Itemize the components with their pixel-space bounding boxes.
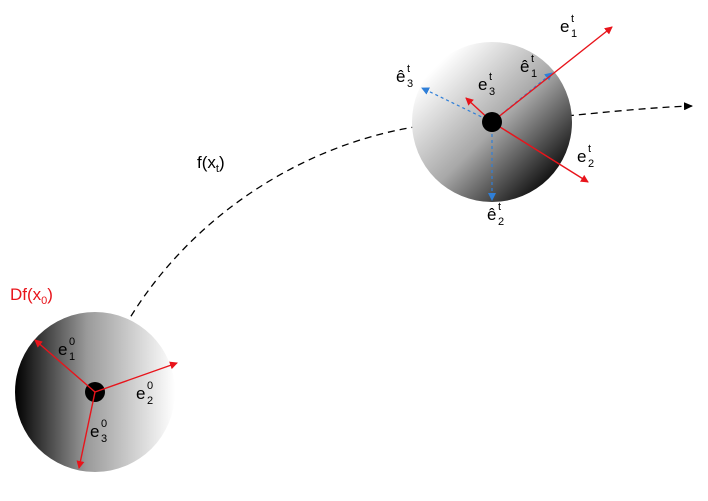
svg-text:3: 3: [101, 433, 107, 445]
svg-text:t: t: [571, 13, 574, 25]
label-e3-initial: e 0 3: [90, 418, 107, 445]
svg-text:1: 1: [571, 28, 577, 40]
svg-text:e: e: [577, 147, 586, 166]
map-label: f(xt): [197, 153, 225, 175]
arrow-e2-initial: [94, 361, 178, 393]
svg-text:e: e: [90, 422, 99, 441]
arrow-e1-transformed: [491, 26, 613, 123]
svg-text:e: e: [560, 17, 569, 36]
label-e2-initial: e 0 2: [136, 380, 153, 407]
arrow-e2-transformed: [491, 121, 589, 183]
jacobian-label: Df(x0): [10, 285, 53, 307]
svg-text:ê: ê: [487, 205, 496, 224]
svg-text:t: t: [489, 71, 492, 83]
label-e1-transformed: e t 1: [560, 13, 577, 40]
svg-text:0: 0: [147, 380, 153, 392]
svg-text:t: t: [498, 201, 501, 213]
svg-text:0: 0: [69, 336, 75, 348]
svg-text:t: t: [407, 63, 410, 75]
label-e3-transformed: e t 3: [478, 71, 495, 98]
transformed-point: [482, 112, 502, 132]
svg-text:ê: ê: [520, 57, 529, 76]
label-e2-hat: ê t 2: [487, 201, 504, 228]
svg-text:e: e: [136, 384, 145, 403]
arrow-e3-initial: [76, 391, 96, 469]
svg-text:2: 2: [588, 158, 594, 170]
arrow-e3-hat: [421, 87, 493, 123]
arrow-e1-initial: [34, 339, 96, 393]
label-e2-transformed: e t 2: [577, 143, 594, 170]
svg-text:3: 3: [489, 86, 495, 98]
svg-text:2: 2: [147, 395, 153, 407]
label-e1-hat: ê t 1: [520, 53, 537, 80]
svg-text:3: 3: [407, 78, 413, 90]
svg-text:1: 1: [531, 68, 537, 80]
label-e1-initial: e 0 1: [58, 336, 75, 363]
svg-text:t: t: [531, 53, 534, 65]
svg-text:t: t: [588, 143, 591, 155]
svg-text:e: e: [478, 75, 487, 94]
svg-text:ê: ê: [396, 67, 405, 86]
svg-text:2: 2: [498, 216, 504, 228]
label-e3-hat: ê t 3: [396, 63, 413, 90]
svg-text:0: 0: [101, 418, 107, 430]
trajectory-curve: [94, 102, 693, 393]
svg-text:1: 1: [69, 351, 75, 363]
svg-text:e: e: [58, 340, 67, 359]
